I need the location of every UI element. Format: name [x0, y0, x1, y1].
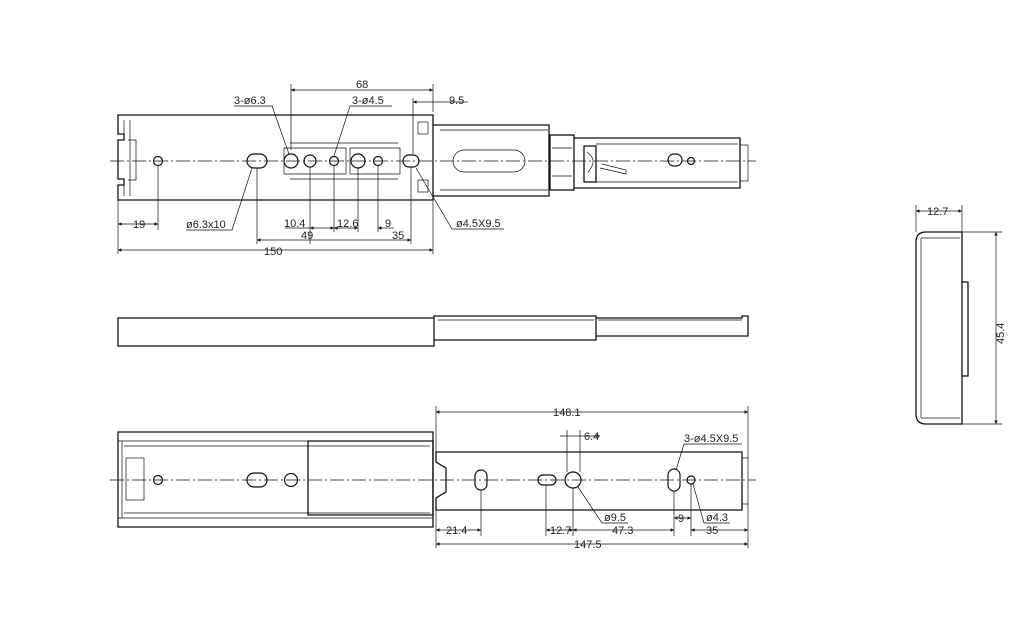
label-slot-4-5x9-5: ø4.5X9.5: [456, 218, 501, 230]
dim-12-6: 12.6: [337, 218, 358, 230]
top-inner-slot: [667, 153, 683, 167]
top-intermediate-member: [433, 124, 550, 197]
top-view: 68 3-ø6.3 3-ø4.5 9.5 19 ø6.3x10 10.4 12.…: [110, 79, 756, 258]
dim-12-7: 12.7: [550, 525, 571, 537]
dim-9-5: 9.5: [449, 95, 464, 107]
label-hole-4-3: ø4.3: [706, 512, 728, 524]
label-slot-6-3x10: ø6.3x10: [186, 219, 226, 231]
dim-47-3: 47.3: [612, 525, 633, 537]
dim-49: 49: [301, 230, 313, 242]
dim-9: 9: [385, 218, 391, 230]
dim-147-5: 147.5: [574, 539, 602, 551]
side-view: [117, 315, 749, 347]
dim-19: 19: [133, 219, 145, 231]
dim-45-4: 45.4: [995, 323, 1007, 344]
side-outer-member: [117, 317, 435, 347]
bottom-view: 148.1 6.4 3-ø4.5X9.5 21.4 12.7 ø9.5 47.3…: [110, 406, 756, 551]
label-hole-9-5: ø9.5: [604, 512, 626, 524]
label-3-phi-4-5: 3-ø4.5: [352, 95, 384, 107]
dim-35: 35: [392, 230, 404, 242]
dim-10-4: 10.4: [284, 218, 305, 230]
label-3-phi-6-3: 3-ø6.3: [234, 95, 266, 107]
dim-35-b: 35: [706, 525, 718, 537]
top-outer-member: [117, 114, 434, 201]
dim-150: 150: [264, 246, 282, 258]
bottom-outer-member: [117, 431, 434, 528]
dim-12-7-end: 12.7: [927, 206, 948, 218]
end-profile: [915, 231, 963, 425]
dim-21-4: 21.4: [446, 525, 467, 537]
bottom-intermediate-member: [307, 440, 434, 516]
top-inner-member: [574, 137, 741, 189]
label-3-slots: 3-ø4.5X9.5: [684, 433, 738, 445]
dim-9-b: 9: [678, 513, 684, 525]
dim-6-4: 6.4: [584, 431, 599, 443]
side-inner-member: [596, 315, 749, 337]
end-view: 12.7 45.4: [915, 205, 1007, 425]
top-latch: [583, 145, 597, 183]
dim-68: 68: [356, 79, 368, 91]
dim-148-1: 148.1: [553, 407, 581, 419]
side-intermediate-member: [433, 315, 597, 341]
top-retainer-block: [549, 134, 575, 191]
